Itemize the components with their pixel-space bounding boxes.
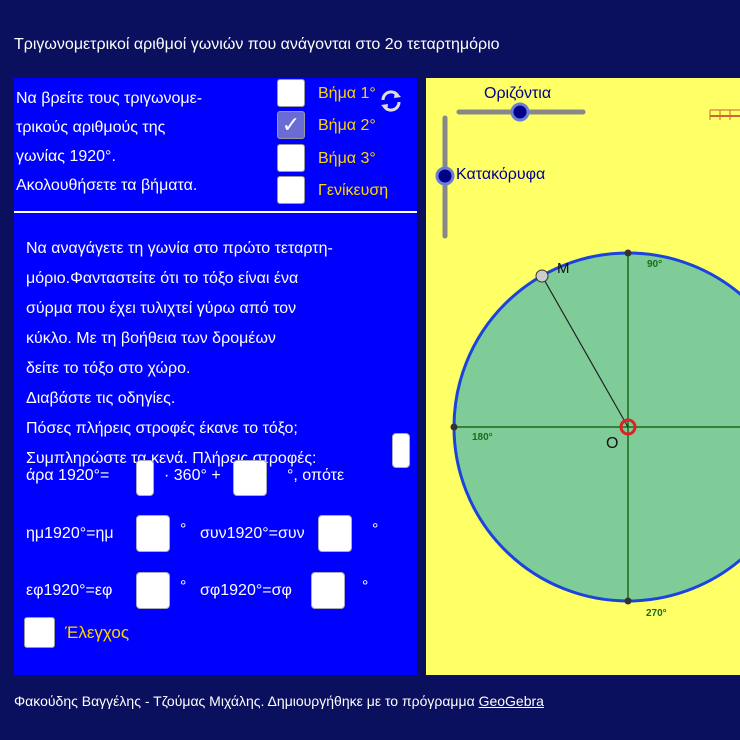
angle-180-label: 180° <box>472 432 493 443</box>
instruction-line: κύκλο. Με τη βοήθεια των δρομέων <box>26 330 276 347</box>
cot-angle-input[interactable] <box>311 572 345 609</box>
step2-label[interactable]: Βήμα 2° <box>318 117 376 134</box>
refresh-icon[interactable] <box>376 86 406 116</box>
step3-label[interactable]: Βήμα 3° <box>318 150 376 167</box>
instruction-line: μόριο.Φανταστείτε ότι το τόξο είναι ένα <box>26 270 299 287</box>
instruction-line: σύρμα που έχει τυλιχτεί γύρω από τον <box>26 300 297 317</box>
cos-angle-input[interactable] <box>318 515 352 552</box>
cos-label: συν1920°=συν <box>200 525 305 542</box>
step1-checkbox[interactable] <box>277 79 305 107</box>
cos-degree: ° <box>372 521 379 538</box>
sin-angle-input[interactable] <box>136 515 170 552</box>
tan-angle-input[interactable] <box>136 572 170 609</box>
cot-label: σφ1920°=σφ <box>200 582 292 599</box>
tan-degree: ° <box>180 578 187 595</box>
task-line: Να βρείτε τους τριγωνομε- <box>16 90 203 107</box>
angle-90-label: 90° <box>647 259 663 270</box>
panel-divider <box>14 209 417 214</box>
instruction-line: Διαβάστε τις οδηγίες. <box>26 390 176 407</box>
point-o-label: O <box>606 435 619 452</box>
instruction-line: Να αναγάγετε τη γωνία στο πρώτο τεταρτη- <box>26 240 333 257</box>
step3-checkbox[interactable] <box>277 144 305 172</box>
remainder-input[interactable] <box>233 460 267 496</box>
generalization-checkbox[interactable] <box>277 176 305 204</box>
instruction-line: δείτε το τόξο στο χώρο. <box>26 360 191 377</box>
task-panel: Να βρείτε τους τριγωνομε- τρικούς αριθμο… <box>14 78 417 209</box>
equation-part2: · 360° + <box>164 467 221 484</box>
horizontal-slider-handle[interactable] <box>510 102 530 122</box>
footer-text: Φακούδης Βαγγέλης - Τζούμας Μιχάλης. Δημ… <box>14 693 479 709</box>
step1-label[interactable]: Βήμα 1° <box>318 85 376 102</box>
generalization-label[interactable]: Γενίκευση <box>318 182 389 199</box>
turns-input[interactable] <box>136 460 154 496</box>
cot-degree: ° <box>362 578 369 595</box>
full-turns-input[interactable] <box>392 433 410 468</box>
check-checkbox[interactable] <box>24 617 55 648</box>
check-label[interactable]: Έλεγχος <box>65 623 130 642</box>
page-title: Τριγωνομετρικοί αριθμοί γωνιών που ανάγο… <box>14 36 500 53</box>
sin-label: ημ1920°=ημ <box>26 525 114 542</box>
task-line: τρικούς αριθμούς της <box>16 119 166 136</box>
angle-270-label: 270° <box>646 608 667 619</box>
graphics-view[interactable]: Οριζόντια Κατακόρυφα M O 90° 180° 270° <box>426 78 740 675</box>
task-line: γωνίας 1920°. <box>16 148 116 165</box>
geogebra-link[interactable]: GeoGebra <box>478 693 544 709</box>
exercise-panel: Να αναγάγετε τη γωνία στο πρώτο τεταρτη-… <box>14 214 417 675</box>
point-m[interactable] <box>535 269 549 283</box>
instructions: Να αναγάγετε τη γωνία στο πρώτο τεταρτη-… <box>26 234 333 474</box>
origin-point[interactable] <box>619 418 637 436</box>
checkmark-icon: ✓ <box>281 112 301 137</box>
task-line: Ακολουθήσετε τα βήματα. <box>16 177 198 194</box>
footer: Φακούδης Βαγγέλης - Τζούμας Μιχάλης. Δημ… <box>14 693 544 709</box>
horizontal-slider-label: Οριζόντια <box>484 85 552 102</box>
point-m-label: M <box>557 260 570 277</box>
equation-part3: °, οπότε <box>287 467 345 484</box>
step2-checkbox[interactable]: ✓ <box>277 111 305 139</box>
vertical-slider-handle[interactable] <box>435 166 455 186</box>
equation-part1: άρα 1920°= <box>26 467 110 484</box>
vertical-slider-label: Κατακόρυφα <box>456 166 546 183</box>
tan-label: εφ1920°=εφ <box>26 582 113 599</box>
task-text: Να βρείτε τους τριγωνομε- τρικούς αριθμο… <box>16 84 202 200</box>
sin-degree: ° <box>180 521 187 538</box>
instruction-line: Πόσες πλήρεις στροφές έκανε το τόξο; <box>26 420 298 437</box>
